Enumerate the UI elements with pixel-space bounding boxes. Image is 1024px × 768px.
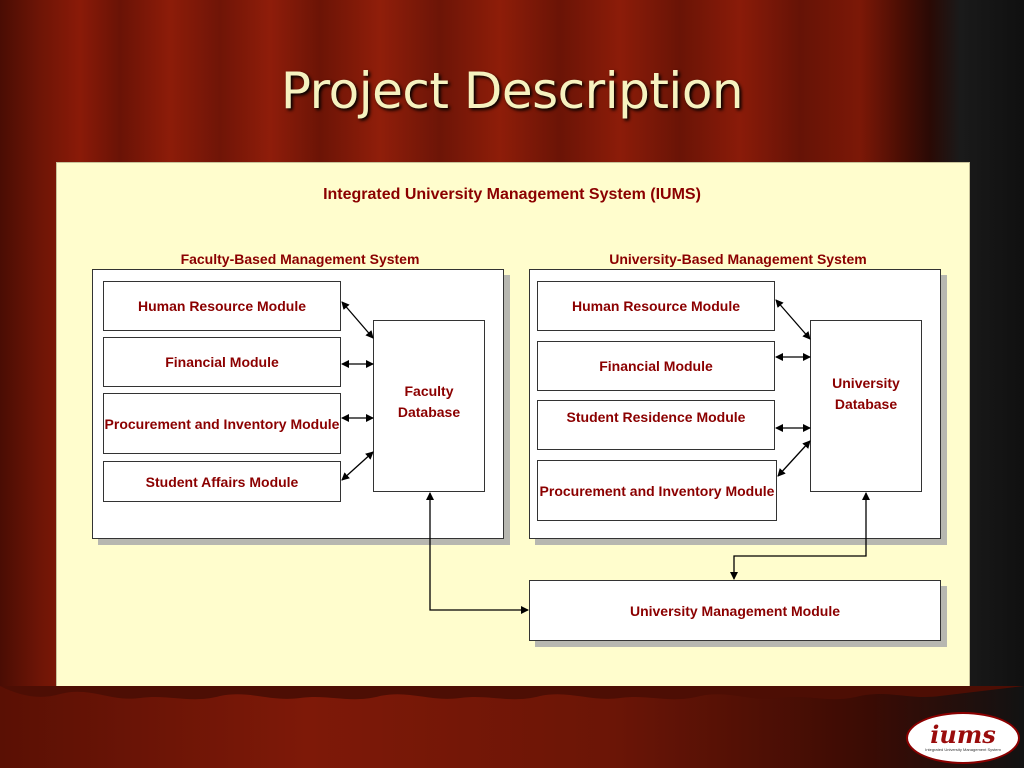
arrow-faculty-hr-db — [342, 302, 373, 338]
arrow-faculty-sa-db — [342, 452, 373, 480]
arrow-faculty-db-management — [430, 493, 528, 610]
arrow-univ-hr-db — [776, 300, 810, 339]
logo-text: iums — [930, 723, 995, 747]
logo-subtitle: Integrated University Management System — [925, 747, 1001, 752]
arrow-univ-db-management — [734, 493, 866, 579]
curtain-wave — [0, 686, 1024, 710]
curtain-bottom — [0, 686, 1024, 768]
arrow-univ-proc-db — [778, 441, 810, 476]
iums-logo: iums Integrated University Management Sy… — [906, 712, 1020, 764]
